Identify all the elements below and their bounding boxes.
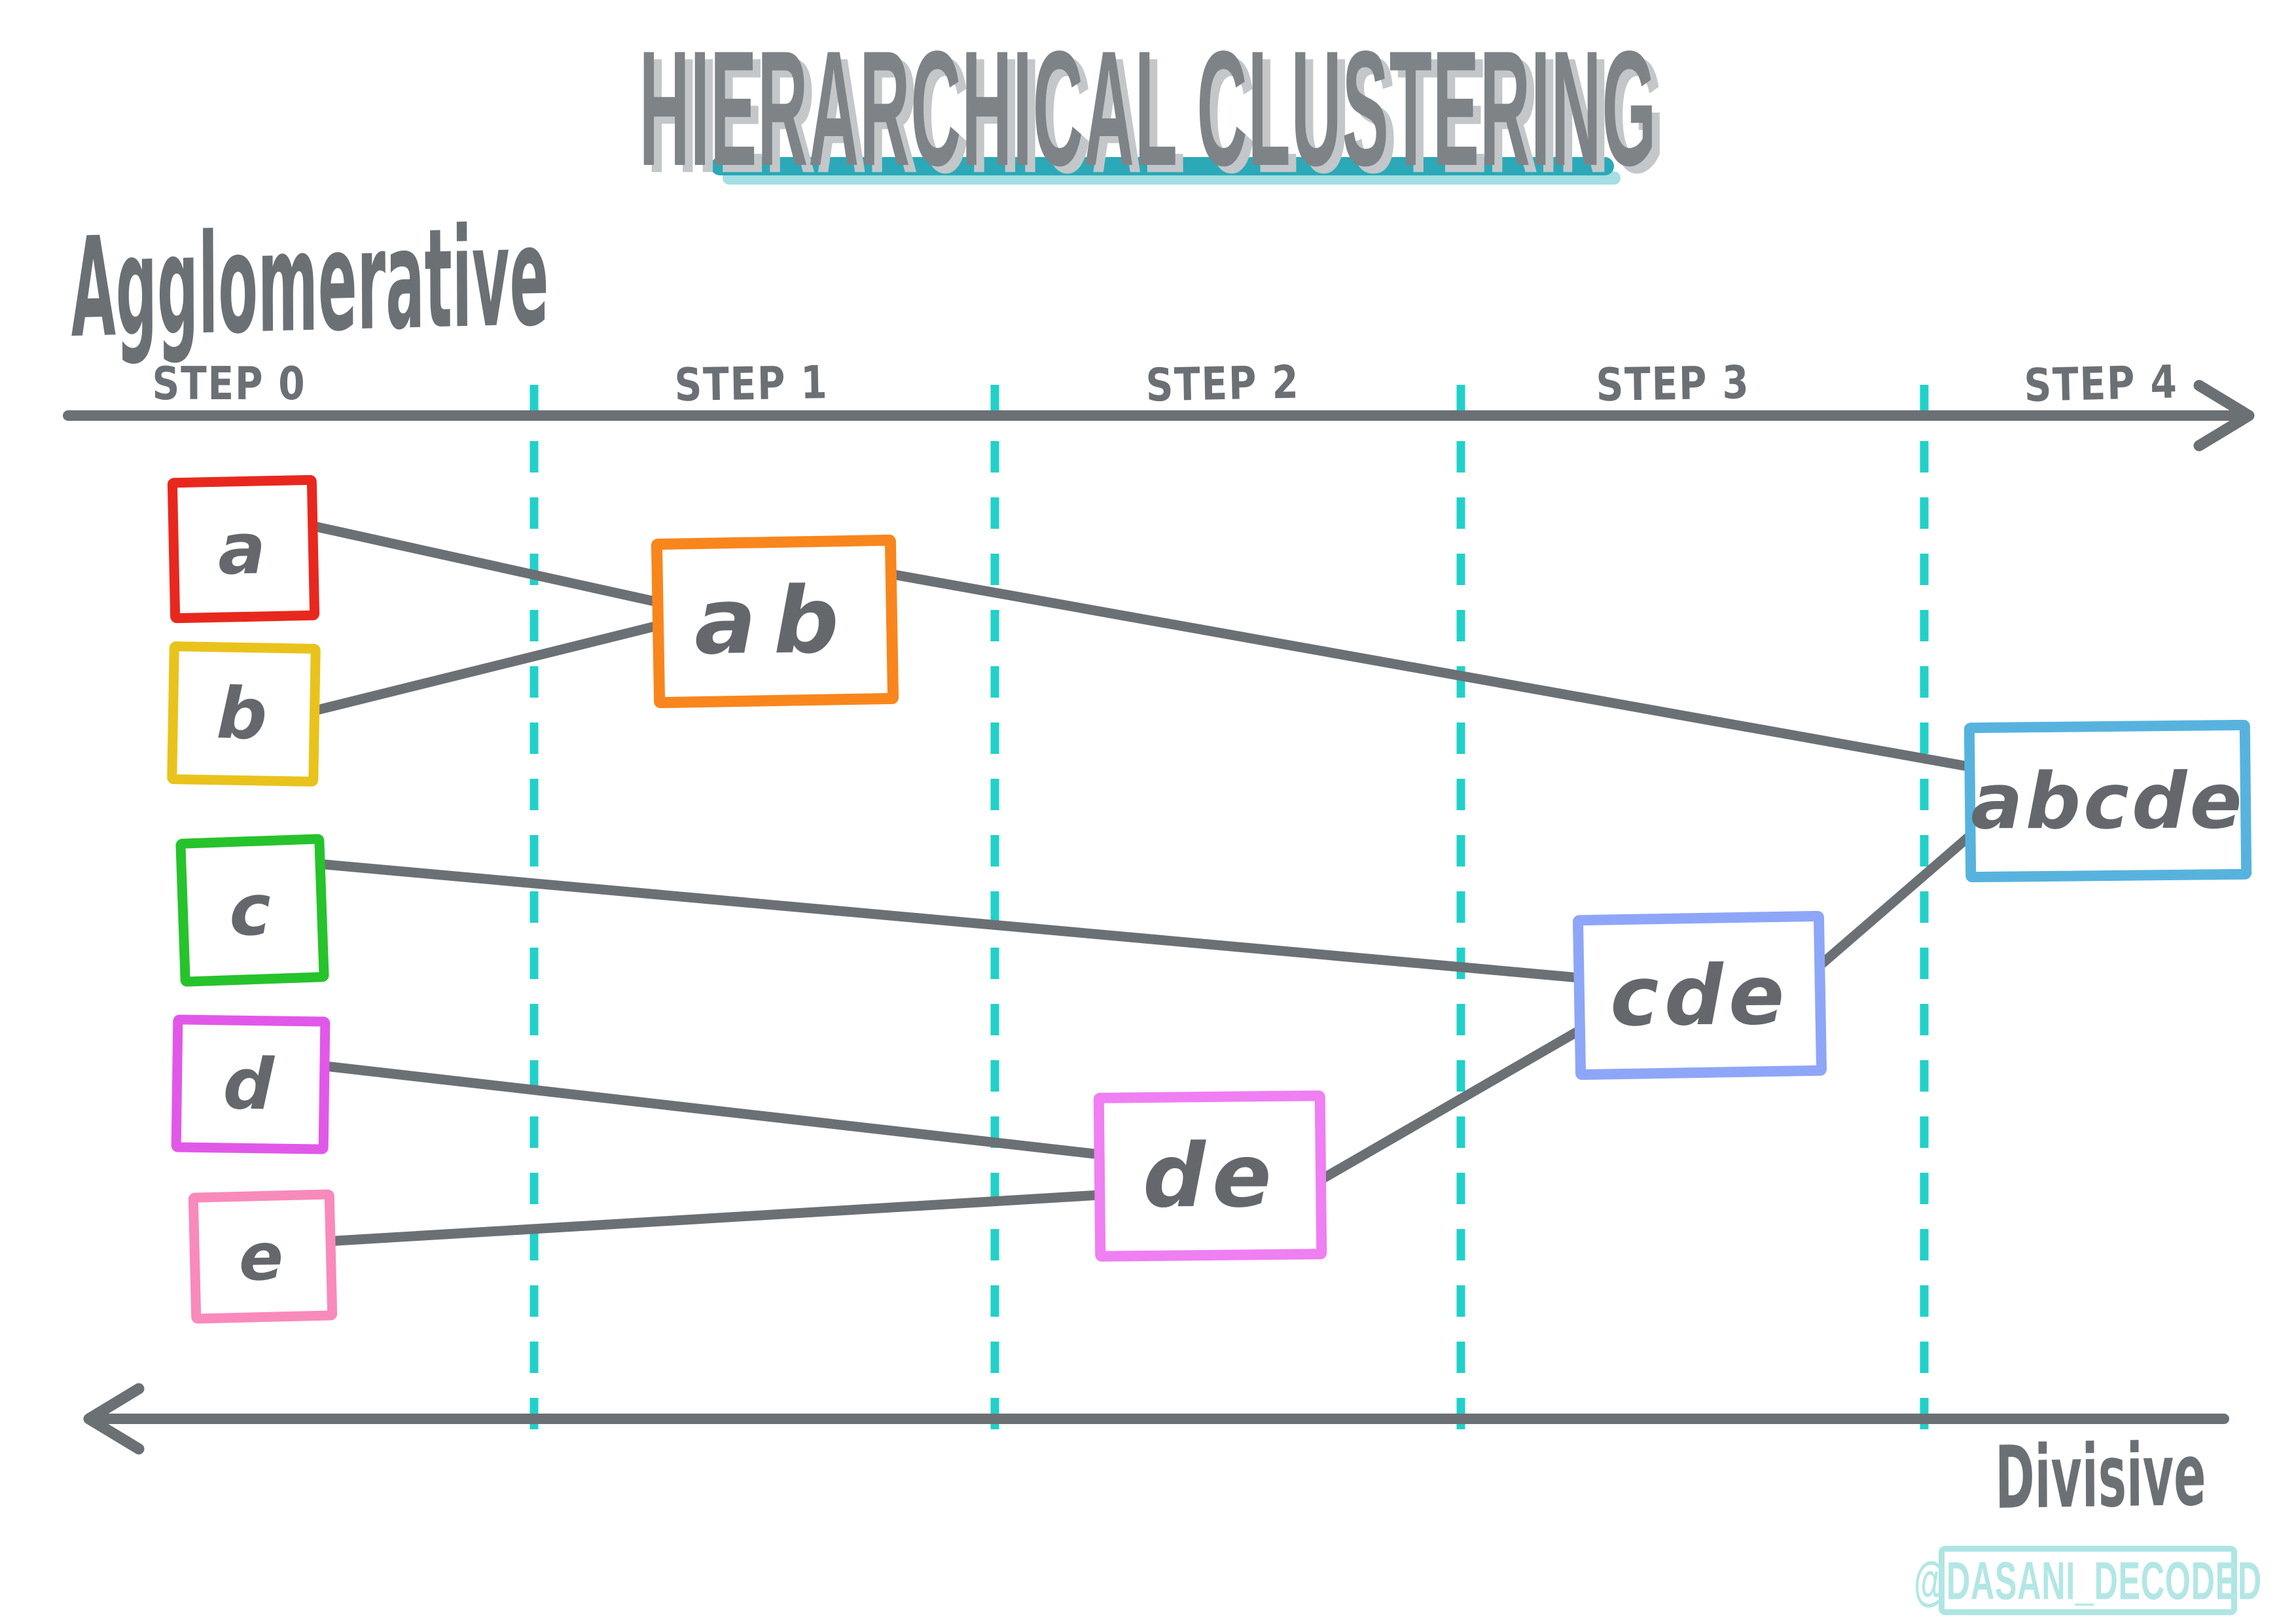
cluster-label-c: c [228,868,277,952]
step-label-2: STEP 2 [1145,355,1300,412]
watermark-text: @DASANI_DECODED [1914,1550,2262,1611]
divisive-arrowhead-icon [83,1383,145,1455]
cluster-label-abcde: abcde [1971,755,2245,847]
cluster-box-d: d [171,1014,331,1154]
cluster-label-e: e [238,1217,288,1296]
edge-c-cde [298,857,1584,983]
cluster-box-e: e [188,1189,338,1324]
cluster-label-de: de [1142,1124,1278,1228]
step-label-3: STEP 3 [1595,356,1751,412]
cluster-box-de: de [1093,1090,1327,1262]
cluster-box-abcde: abcde [1964,719,2252,883]
cluster-label-b: b [215,672,272,756]
page-title: HIERARCHICAL CLUSTERING [639,17,1657,201]
cluster-box-c: c [175,834,329,987]
edge-e-de [309,1190,1105,1247]
page-title-wrap: HIERARCHICAL CLUSTERING [0,14,2296,200]
watermark-badge: @DASANI_DECODED [1914,1546,2261,1615]
edge-de-cde [1296,1025,1585,1196]
edge-cde-abcde [1796,826,1981,987]
edge-d-de [302,1059,1105,1160]
title-underline [711,157,1614,175]
cluster-box-cde: cde [1572,910,1827,1080]
cluster-box-ab: ab [651,534,899,709]
divisive-label: Divisive [1995,1424,2206,1529]
edge-b-ab [293,620,663,720]
cluster-label-cde: cde [1609,946,1790,1044]
cluster-label-d: d [222,1043,279,1126]
cluster-box-a: a [167,474,320,624]
agglomerative-label: Agglomerative [71,196,549,368]
step-label-1: STEP 1 [673,356,829,412]
cluster-label-a: a [217,508,270,590]
agglomerative-arrowhead-icon [2193,380,2255,452]
step-label-4: STEP 4 [2023,355,2179,412]
cluster-label-ab: ab [693,567,857,676]
cluster-box-b: b [167,641,321,787]
edge-a-ab [291,517,663,607]
edge-ab-abcde [867,565,1977,772]
step-label-0: STEP 0 [152,357,306,410]
